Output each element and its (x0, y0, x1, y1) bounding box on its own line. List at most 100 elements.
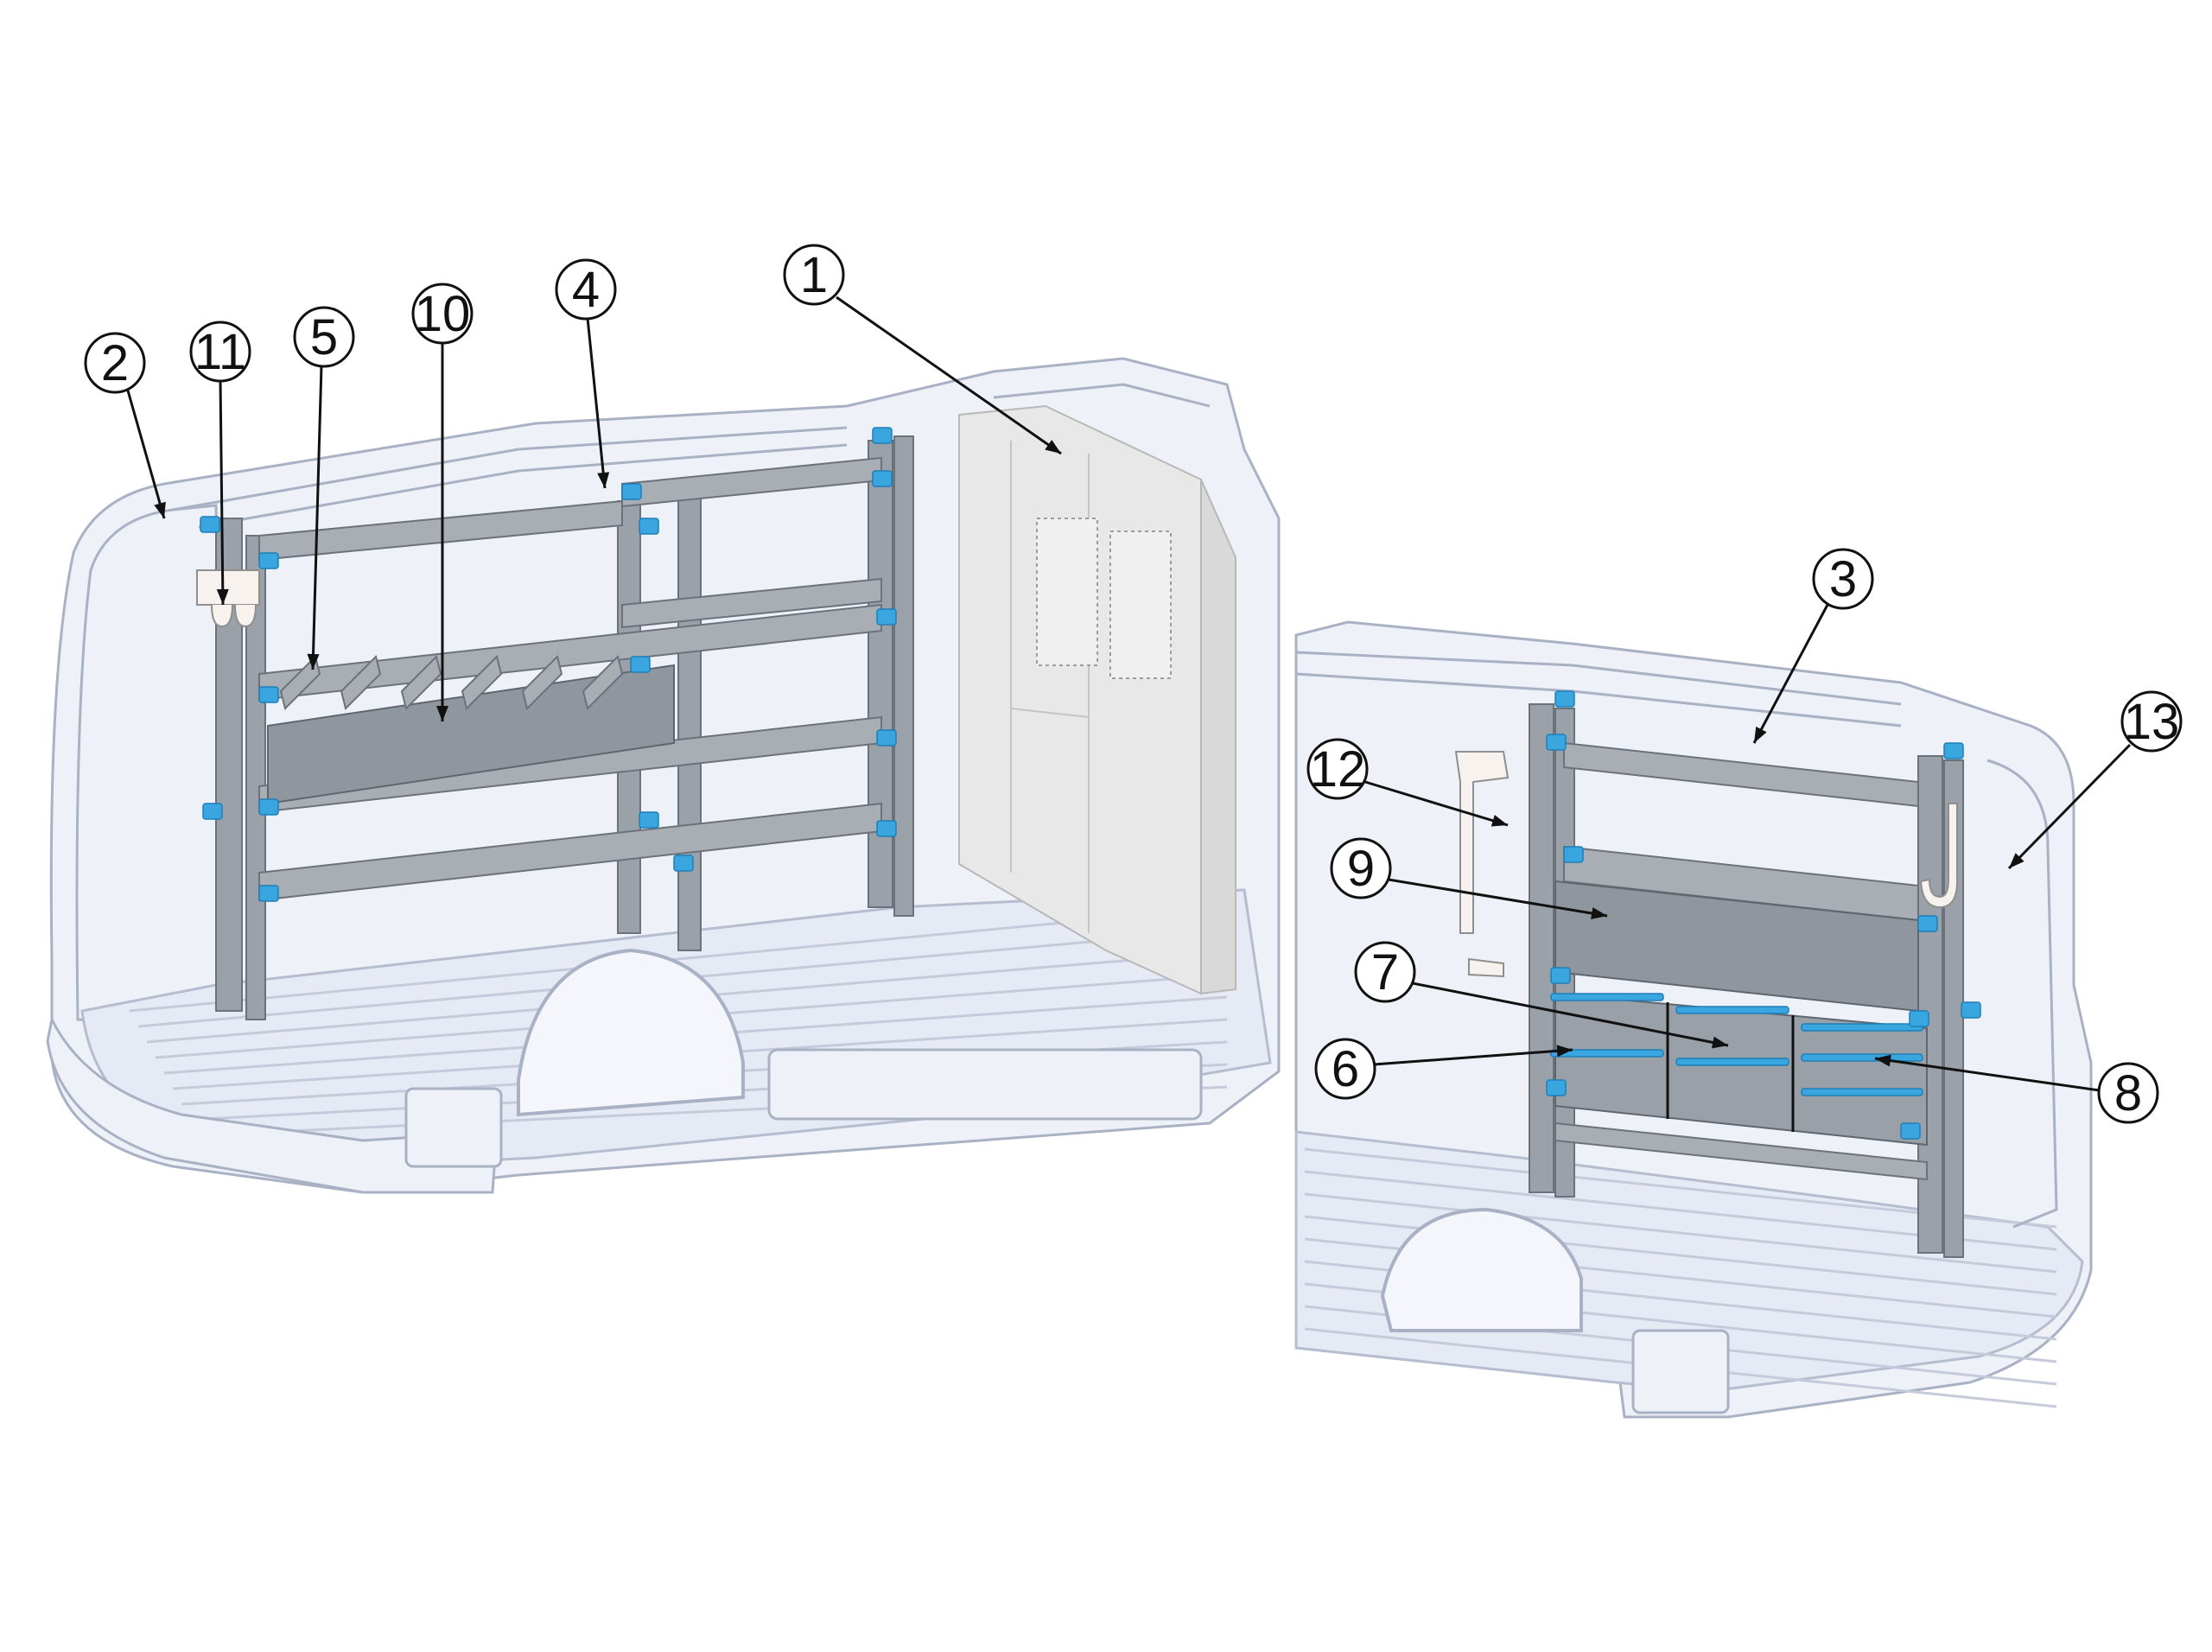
shelf-rail (258, 499, 623, 562)
shelving-unit-left (200, 427, 914, 1020)
bulkhead-partition (958, 404, 1236, 995)
leader-arrowhead (1556, 1045, 1573, 1058)
rear-opening-right (1986, 759, 2058, 1229)
drawer-handle-bar (1801, 1053, 1923, 1062)
mounting-bracket (639, 811, 659, 829)
mounting-bracket (1961, 1001, 1981, 1019)
drawer-handle-bar (1801, 1023, 1923, 1032)
left-view (46, 357, 1281, 1194)
mounting-bracket (1563, 846, 1584, 863)
mounting-bracket (872, 427, 893, 444)
callout-circle (2097, 1062, 2159, 1124)
mounting-bracket (639, 518, 659, 535)
leader-arrowhead (1591, 907, 1607, 919)
mounting-bracket (258, 885, 279, 902)
drawer-handle-bar (1550, 993, 1664, 1001)
drawer-handle-bar (1675, 1006, 1789, 1014)
callout-circle (189, 321, 251, 383)
callout-circle (1812, 548, 1874, 610)
leader-arrowhead (216, 588, 229, 605)
leader-arrowhead (1711, 1036, 1728, 1049)
upright-post (677, 483, 702, 951)
callout-circle (783, 244, 845, 306)
upright-post (893, 435, 914, 917)
mesh-window-right (1109, 531, 1172, 679)
callout-circle (1306, 738, 1369, 800)
leader-line (311, 365, 323, 670)
leader-line (1388, 878, 1608, 918)
mounting-bracket (1550, 967, 1571, 984)
right-view (1294, 620, 2093, 1419)
callout-circle (555, 258, 617, 321)
hose-hook (1919, 803, 1958, 909)
leader-arrowhead (1875, 1054, 1891, 1067)
mounting-bracket (876, 729, 897, 747)
leader-arrowhead (307, 653, 320, 670)
mounting-bracket (673, 855, 694, 872)
mounting-bracket (1917, 915, 1938, 932)
leader-line (1364, 780, 1509, 827)
callout-circle (84, 332, 146, 394)
wheel-arch-right (1380, 1207, 1583, 1332)
leader-line (1752, 604, 1829, 744)
drawer-handle-bar (1675, 1058, 1789, 1066)
callout-circle (1330, 837, 1392, 899)
callout-circle (2120, 690, 2183, 753)
shelf-divider (340, 655, 382, 710)
shelf-rail (621, 577, 882, 629)
leader-arrowhead (1045, 439, 1061, 454)
mounting-bracket (1546, 734, 1567, 751)
drawer-handle-bar (1550, 1049, 1664, 1058)
leader-arrowhead (2009, 853, 2024, 868)
mounting-bracket (1909, 1010, 1929, 1027)
shelf-divider (400, 655, 442, 710)
leader-line (2007, 743, 2132, 870)
mounting-bracket (1546, 1079, 1567, 1096)
side-sill-left (767, 1048, 1203, 1121)
drawer-handle-bar (1801, 1088, 1923, 1096)
callout-circle (1354, 941, 1416, 1003)
mounting-bracket (258, 552, 279, 569)
mounting-bracket (876, 608, 897, 626)
leader-arrowhead (154, 501, 166, 518)
step-right (1631, 1329, 1730, 1414)
upright-post (1529, 703, 1554, 1193)
leader-line (836, 295, 1062, 455)
mounting-bracket (202, 803, 223, 820)
leader-arrowhead (597, 472, 610, 488)
callout-circle (293, 306, 355, 368)
mounting-bracket (1554, 690, 1575, 708)
mounting-bracket (621, 483, 642, 500)
mounting-bracket (200, 516, 220, 533)
mounting-bracket (258, 686, 279, 703)
floor-rib (1304, 1192, 2057, 1274)
roof-ribs-left (172, 383, 1211, 529)
leader-line (1874, 1057, 2101, 1092)
mounting-bracket (630, 656, 651, 673)
leader-arrowhead (1754, 726, 1767, 743)
callouts (84, 244, 2183, 1124)
upright-post (868, 440, 893, 908)
step-left (404, 1087, 503, 1168)
rear-door-frame-left (75, 504, 226, 1030)
shelf-divider (461, 655, 503, 710)
mounting-bracket (872, 470, 893, 487)
leader-line (219, 379, 225, 606)
shelf-divider (582, 655, 624, 710)
shelf-divider (279, 655, 321, 710)
mounting-bracket (258, 798, 279, 816)
hook-rack (196, 569, 260, 628)
shelf-rail (1554, 1121, 1928, 1181)
leader-arrowhead (1491, 815, 1508, 827)
callout-circle (411, 283, 474, 345)
mounting-bracket (1943, 742, 1964, 759)
leader-arrowhead (436, 706, 448, 721)
leader-line (586, 317, 607, 489)
shelf-divider (521, 655, 563, 710)
floor-rib (129, 905, 1228, 1013)
leader-line (1373, 1048, 1573, 1066)
mesh-window-left (1036, 518, 1098, 666)
mounting-bracket (1900, 1122, 1921, 1140)
leader-line (1412, 982, 1729, 1047)
